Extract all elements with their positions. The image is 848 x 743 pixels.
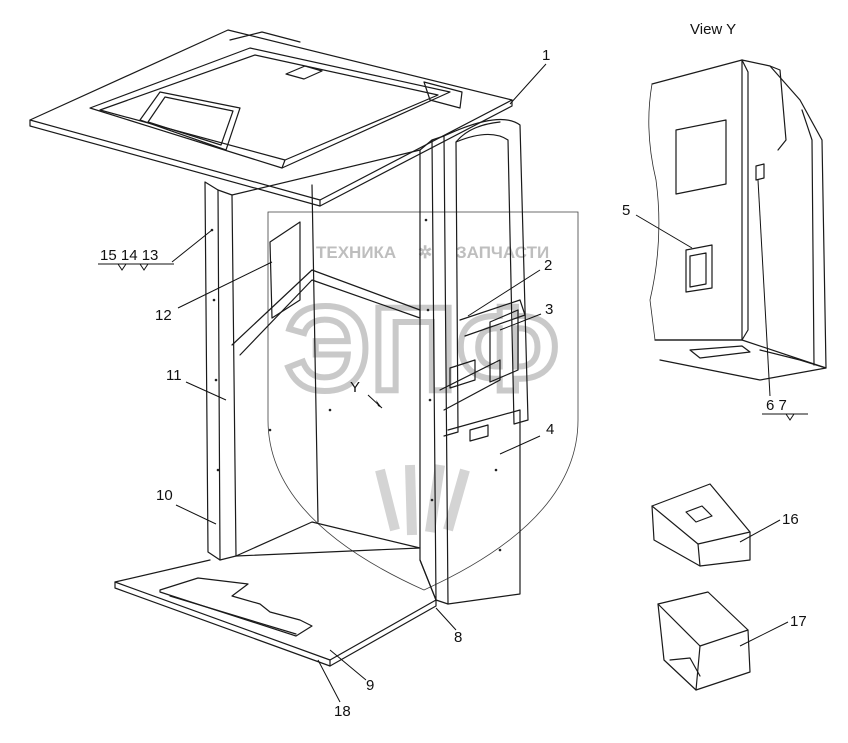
callout-15-14-13: 15 14 13 <box>100 247 158 264</box>
callout-6-7: 6 7 <box>766 397 787 414</box>
callout-5: 5 <box>622 202 630 219</box>
callout-3: 3 <box>545 301 553 318</box>
callout-17: 17 <box>790 613 807 630</box>
cab-frame <box>114 118 529 667</box>
watermark-right-word: ЗАПЧАСТИ <box>456 243 549 262</box>
watermark-left-word: ТЕХНИКА <box>316 243 396 262</box>
watermark-wheat-icon <box>375 464 470 536</box>
callout-2: 2 <box>544 257 552 274</box>
callout-16: 16 <box>782 511 799 528</box>
callout-11: 11 <box>166 367 182 384</box>
view-y-detail: View Y <box>648 21 827 381</box>
callout-4: 4 <box>546 421 554 438</box>
callout-9: 9 <box>366 677 374 694</box>
callouts: 1 2 3 4 5 6 7 8 9 10 11 12 15 14 13 16 1… <box>98 47 808 720</box>
watermark-logo: ЭПФ <box>285 282 559 416</box>
watermark-gear-icon: ✲ <box>418 243 432 262</box>
view-y-marker: Y <box>350 379 383 409</box>
callout-18: 18 <box>334 703 351 720</box>
callout-8: 8 <box>454 629 462 646</box>
part-17-tray <box>657 591 751 691</box>
callout-1: 1 <box>542 47 550 64</box>
callout-12: 12 <box>155 307 172 324</box>
view-y-letter: Y <box>350 379 360 396</box>
callout-10: 10 <box>156 487 173 504</box>
view-y-title: View Y <box>690 21 736 38</box>
roof-panel <box>29 29 513 207</box>
rivet-dots <box>210 218 502 552</box>
watermark: ТЕХНИКА ЗАПЧАСТИ ✲ ЭПФ <box>267 211 579 591</box>
part-16-box <box>651 483 751 567</box>
